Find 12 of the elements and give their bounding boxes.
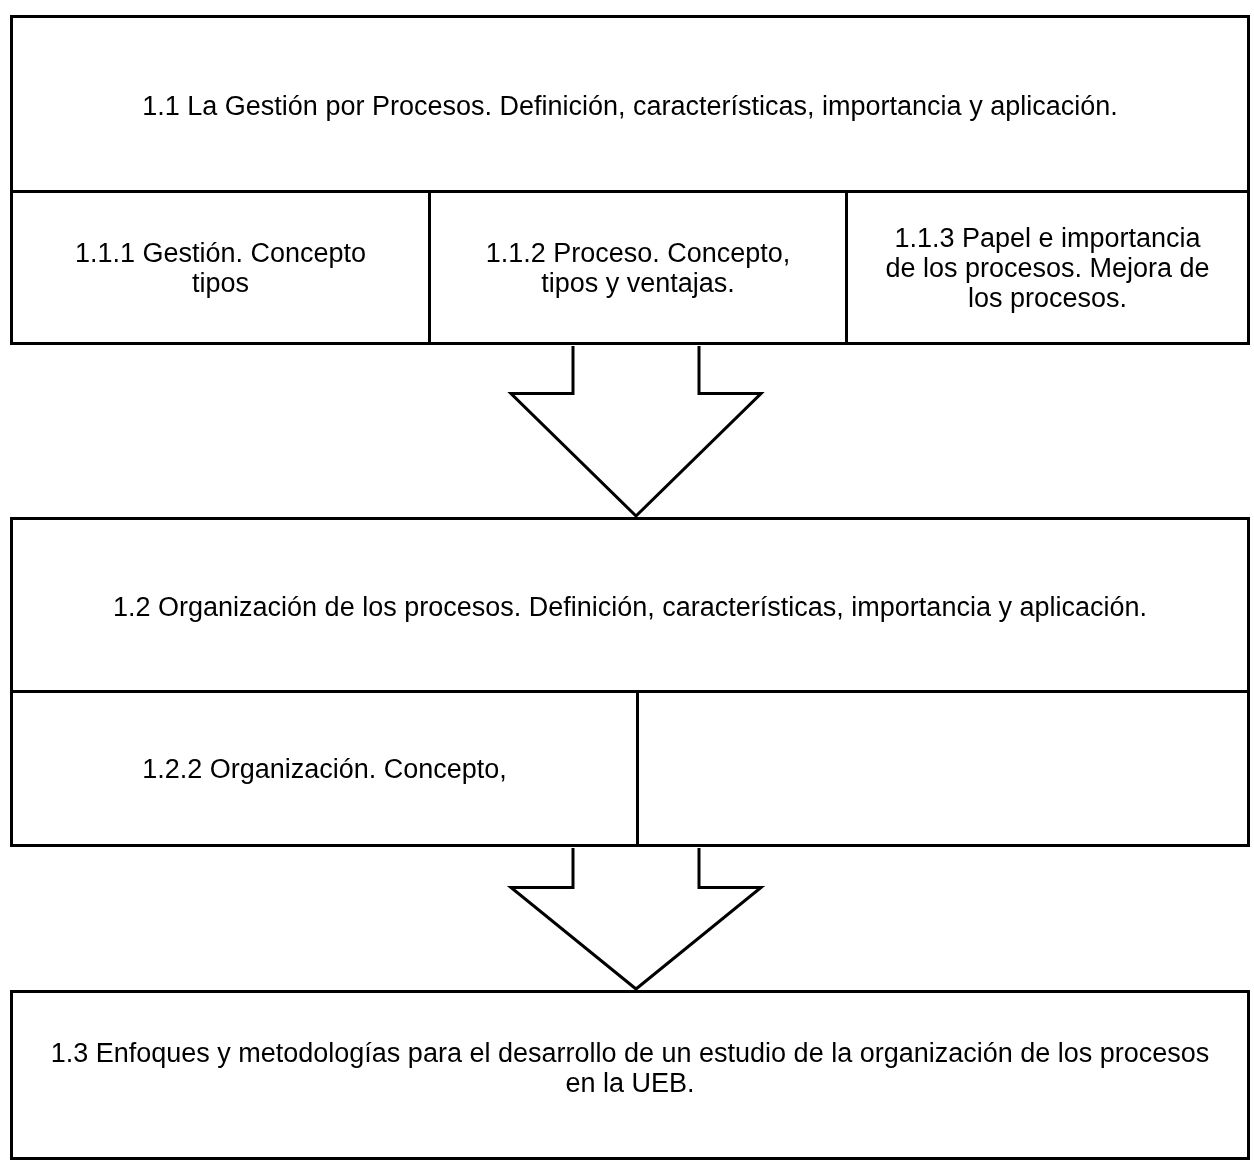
topic-box (10, 517, 1250, 847)
topic-box (10, 990, 1250, 1160)
topic-text: 1.1 La Gestión por Procesos. Definición, características, importancia y aplicación. (142, 90, 1118, 121)
topic-text: 1.1.1 Gestión. Concepto tipos (73, 237, 368, 298)
topic-text: 1.3 Enfoques y metodologías para el desarrollo de un estudio de la organización de los procesos en la UEB. (49, 1038, 1211, 1098)
topic-text: 1.1.3 Papel e importancia de los procesos. Mejora de los procesos. (884, 222, 1211, 313)
topic-text: 1.2.2 Organización. Concepto, (142, 753, 507, 784)
block-arrow (507, 344, 765, 519)
topic-text: 1.1.2 Proceso. Concepto, tipos y ventajas. (484, 237, 792, 298)
block-arrow (506, 846, 766, 991)
topic-text: 1.2 Organización de los procesos. Definición, características, importancia y aplicación. (113, 591, 1147, 622)
topic-box (10, 15, 1250, 345)
